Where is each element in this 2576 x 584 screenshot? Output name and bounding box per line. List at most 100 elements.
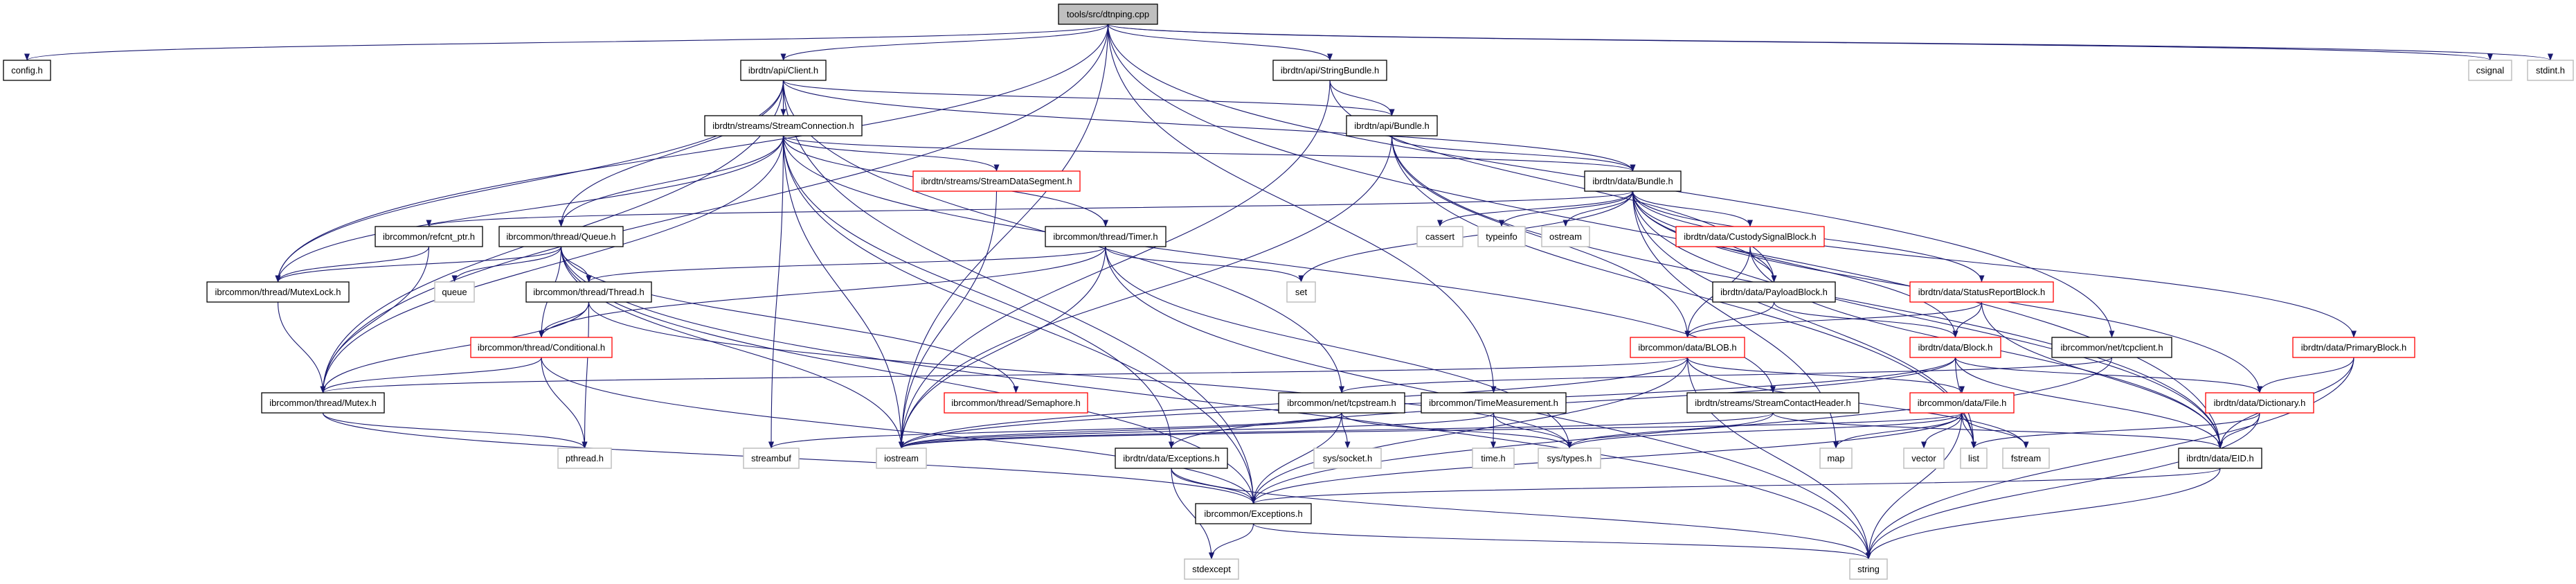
node-payload[interactable]: ibrdtn/data/PayloadBlock.h: [1712, 281, 1836, 303]
node-mutexlock[interactable]: ibrcommon/thread/MutexLock.h: [206, 281, 350, 303]
node-timeh: time.h: [1472, 448, 1515, 469]
node-stdint: stdint.h: [2527, 60, 2574, 81]
node-iostream: iostream: [876, 448, 927, 469]
edge-commonexc-to-string: [1252, 523, 1871, 560]
node-box: [1630, 337, 1745, 358]
node-file[interactable]: ibrcommon/data/File.h: [1909, 392, 2015, 414]
edge-queueh-to-queue: [451, 246, 562, 283]
edge-timer-to-iostream: [899, 246, 1106, 449]
node-label: ibrcommon/data/File.h: [1918, 398, 2007, 408]
node-streamdataseg[interactable]: ibrdtn/streams/StreamDataSegment.h: [912, 170, 1081, 192]
node-dataexc[interactable]: ibrdtn/data/Exceptions.h: [1115, 448, 1228, 469]
edge-eid-to-commonexc: [1250, 468, 2221, 504]
edge-streamconn-to-commonexc: [782, 135, 1257, 504]
edge-apibundle-to-list: [1391, 135, 1976, 449]
edge-root-to-client: [780, 24, 1109, 61]
edge-root-to-stringbundle: [1107, 24, 1333, 61]
node-apibundle[interactable]: ibrdtn/api/Bundle.h: [1346, 115, 1438, 136]
edge-timer-to-conditional: [539, 246, 1106, 338]
edge-thread-to-systypes: [588, 301, 1572, 449]
node-label: ibrcommon/data/BLOB.h: [1638, 342, 1736, 353]
edge-databundle-to-typeinfo: [1499, 191, 1634, 227]
node-label: ibrcommon/net/tcpclient.h: [2060, 342, 2163, 353]
node-eid[interactable]: ibrdtn/data/EID.h: [2178, 448, 2262, 469]
node-label: sys/socket.h: [1323, 453, 1373, 463]
node-label: tools/src/dtnping.cpp: [1067, 9, 1149, 19]
edge-primary-to-string: [1866, 357, 2354, 560]
node-tcpstream[interactable]: ibrcommon/net/tcpstream.h: [1278, 392, 1405, 414]
node-label: ibrdtn/data/EID.h: [2186, 453, 2254, 463]
node-cassert: cassert: [1416, 226, 1463, 247]
edge-databundle-to-ostream: [1562, 191, 1634, 227]
node-blob[interactable]: ibrcommon/data/BLOB.h: [1630, 337, 1745, 358]
edge-root-to-config: [24, 24, 1109, 61]
node-block[interactable]: ibrdtn/data/Block.h: [1909, 337, 2001, 358]
node-client[interactable]: ibrdtn/api/Client.h: [740, 60, 827, 81]
node-config[interactable]: config.h: [3, 60, 51, 81]
node-thread[interactable]: ibrcommon/thread/Thread.h: [525, 281, 652, 303]
node-label: ibrcommon/Exceptions.h: [1204, 508, 1302, 519]
node-mutex[interactable]: ibrcommon/thread/Mutex.h: [261, 392, 385, 414]
node-pthread: pthread.h: [557, 448, 612, 469]
edge-client-to-queueh: [558, 80, 784, 227]
node-commonexc[interactable]: ibrcommon/Exceptions.h: [1195, 503, 1312, 524]
edge-root-to-mutexlock: [275, 24, 1109, 283]
node-statusreport[interactable]: ibrdtn/data/StatusReportBlock.h: [1909, 281, 2054, 303]
node-label: ibrdtn/api/StringBundle.h: [1281, 65, 1379, 76]
edge-contacthdr-to-iostream: [899, 412, 1774, 449]
node-custody[interactable]: ibrdtn/data/CustodySignalBlock.h: [1675, 226, 1825, 247]
node-box: [1909, 337, 2001, 358]
node-stringbundle[interactable]: ibrdtn/api/StringBundle.h: [1272, 60, 1387, 81]
edge-custody-to-payload: [1749, 246, 1777, 283]
node-dictionary[interactable]: ibrdtn/data/Dictionary.h: [2205, 392, 2314, 414]
node-box: [2051, 337, 2172, 358]
node-streambuf: streambuf: [743, 448, 800, 469]
node-tcpclient[interactable]: ibrcommon/net/tcpclient.h: [2051, 337, 2172, 358]
node-box: [1421, 392, 1567, 414]
node-box: [2292, 337, 2415, 358]
node-box: [1115, 448, 1228, 469]
node-box: [1272, 60, 1387, 81]
edge-mutex-to-pthread: [322, 412, 588, 449]
edge-primary-to-dictionary: [2257, 357, 2354, 393]
edge-streamconn-to-streamdataseg: [782, 135, 1000, 172]
edge-payload-to-block: [1773, 301, 1958, 338]
node-contacthdr[interactable]: ibrdtn/streams/StreamContactHeader.h: [1686, 392, 1859, 414]
node-box: [1195, 503, 1312, 524]
node-label: ibrcommon/thread/Thread.h: [533, 287, 644, 297]
edge-block-to-eid: [1954, 357, 2223, 449]
node-box: [1346, 115, 1438, 136]
edge-mutexlock-to-mutex: [277, 301, 326, 393]
node-timer[interactable]: ibrcommon/thread/Timer.h: [1045, 226, 1167, 247]
node-box: [1058, 3, 1158, 25]
node-refcnt[interactable]: ibrcommon/refcnt_ptr.h: [375, 226, 483, 247]
edge-databundle-to-set: [1298, 191, 1634, 283]
edge-blob-to-mutex: [321, 357, 1688, 393]
node-timemeas[interactable]: ibrcommon/TimeMeasurement.h: [1421, 392, 1567, 414]
edge-tcpstream-to-iostream: [899, 412, 1342, 449]
node-box: [375, 226, 483, 247]
node-semaphore[interactable]: ibrcommon/thread/Semaphore.h: [944, 392, 1088, 414]
edge-eid-to-string: [1866, 468, 2221, 560]
edge-thread-to-conditional: [539, 301, 590, 338]
node-root[interactable]: tools/src/dtnping.cpp: [1058, 3, 1158, 25]
node-label: pthread.h: [566, 453, 604, 463]
node-box: [1909, 281, 2054, 303]
node-databundle[interactable]: ibrdtn/data/Bundle.h: [1584, 170, 1682, 192]
edge-layer: [24, 24, 2553, 560]
node-label: ostream: [1549, 231, 1582, 242]
node-box: [1538, 448, 1601, 469]
node-conditional[interactable]: ibrcommon/thread/Conditional.h: [470, 337, 613, 358]
edge-root-to-eid: [1107, 24, 2223, 449]
node-queueh[interactable]: ibrcommon/thread/Queue.h: [498, 226, 624, 247]
node-box: [525, 281, 652, 303]
node-streamconn[interactable]: ibrdtn/streams/StreamConnection.h: [704, 115, 863, 136]
edge-queueh-to-semaphore: [560, 246, 1019, 393]
node-ostream: ostream: [1541, 226, 1590, 247]
node-box: [1286, 281, 1316, 303]
edge-blob-to-file: [1686, 357, 1965, 393]
node-primary[interactable]: ibrdtn/data/PrimaryBlock.h: [2292, 337, 2415, 358]
node-box: [1477, 226, 1526, 247]
node-vector: vector: [1903, 448, 1945, 469]
edge-conditional-to-commonexc: [541, 357, 1257, 504]
